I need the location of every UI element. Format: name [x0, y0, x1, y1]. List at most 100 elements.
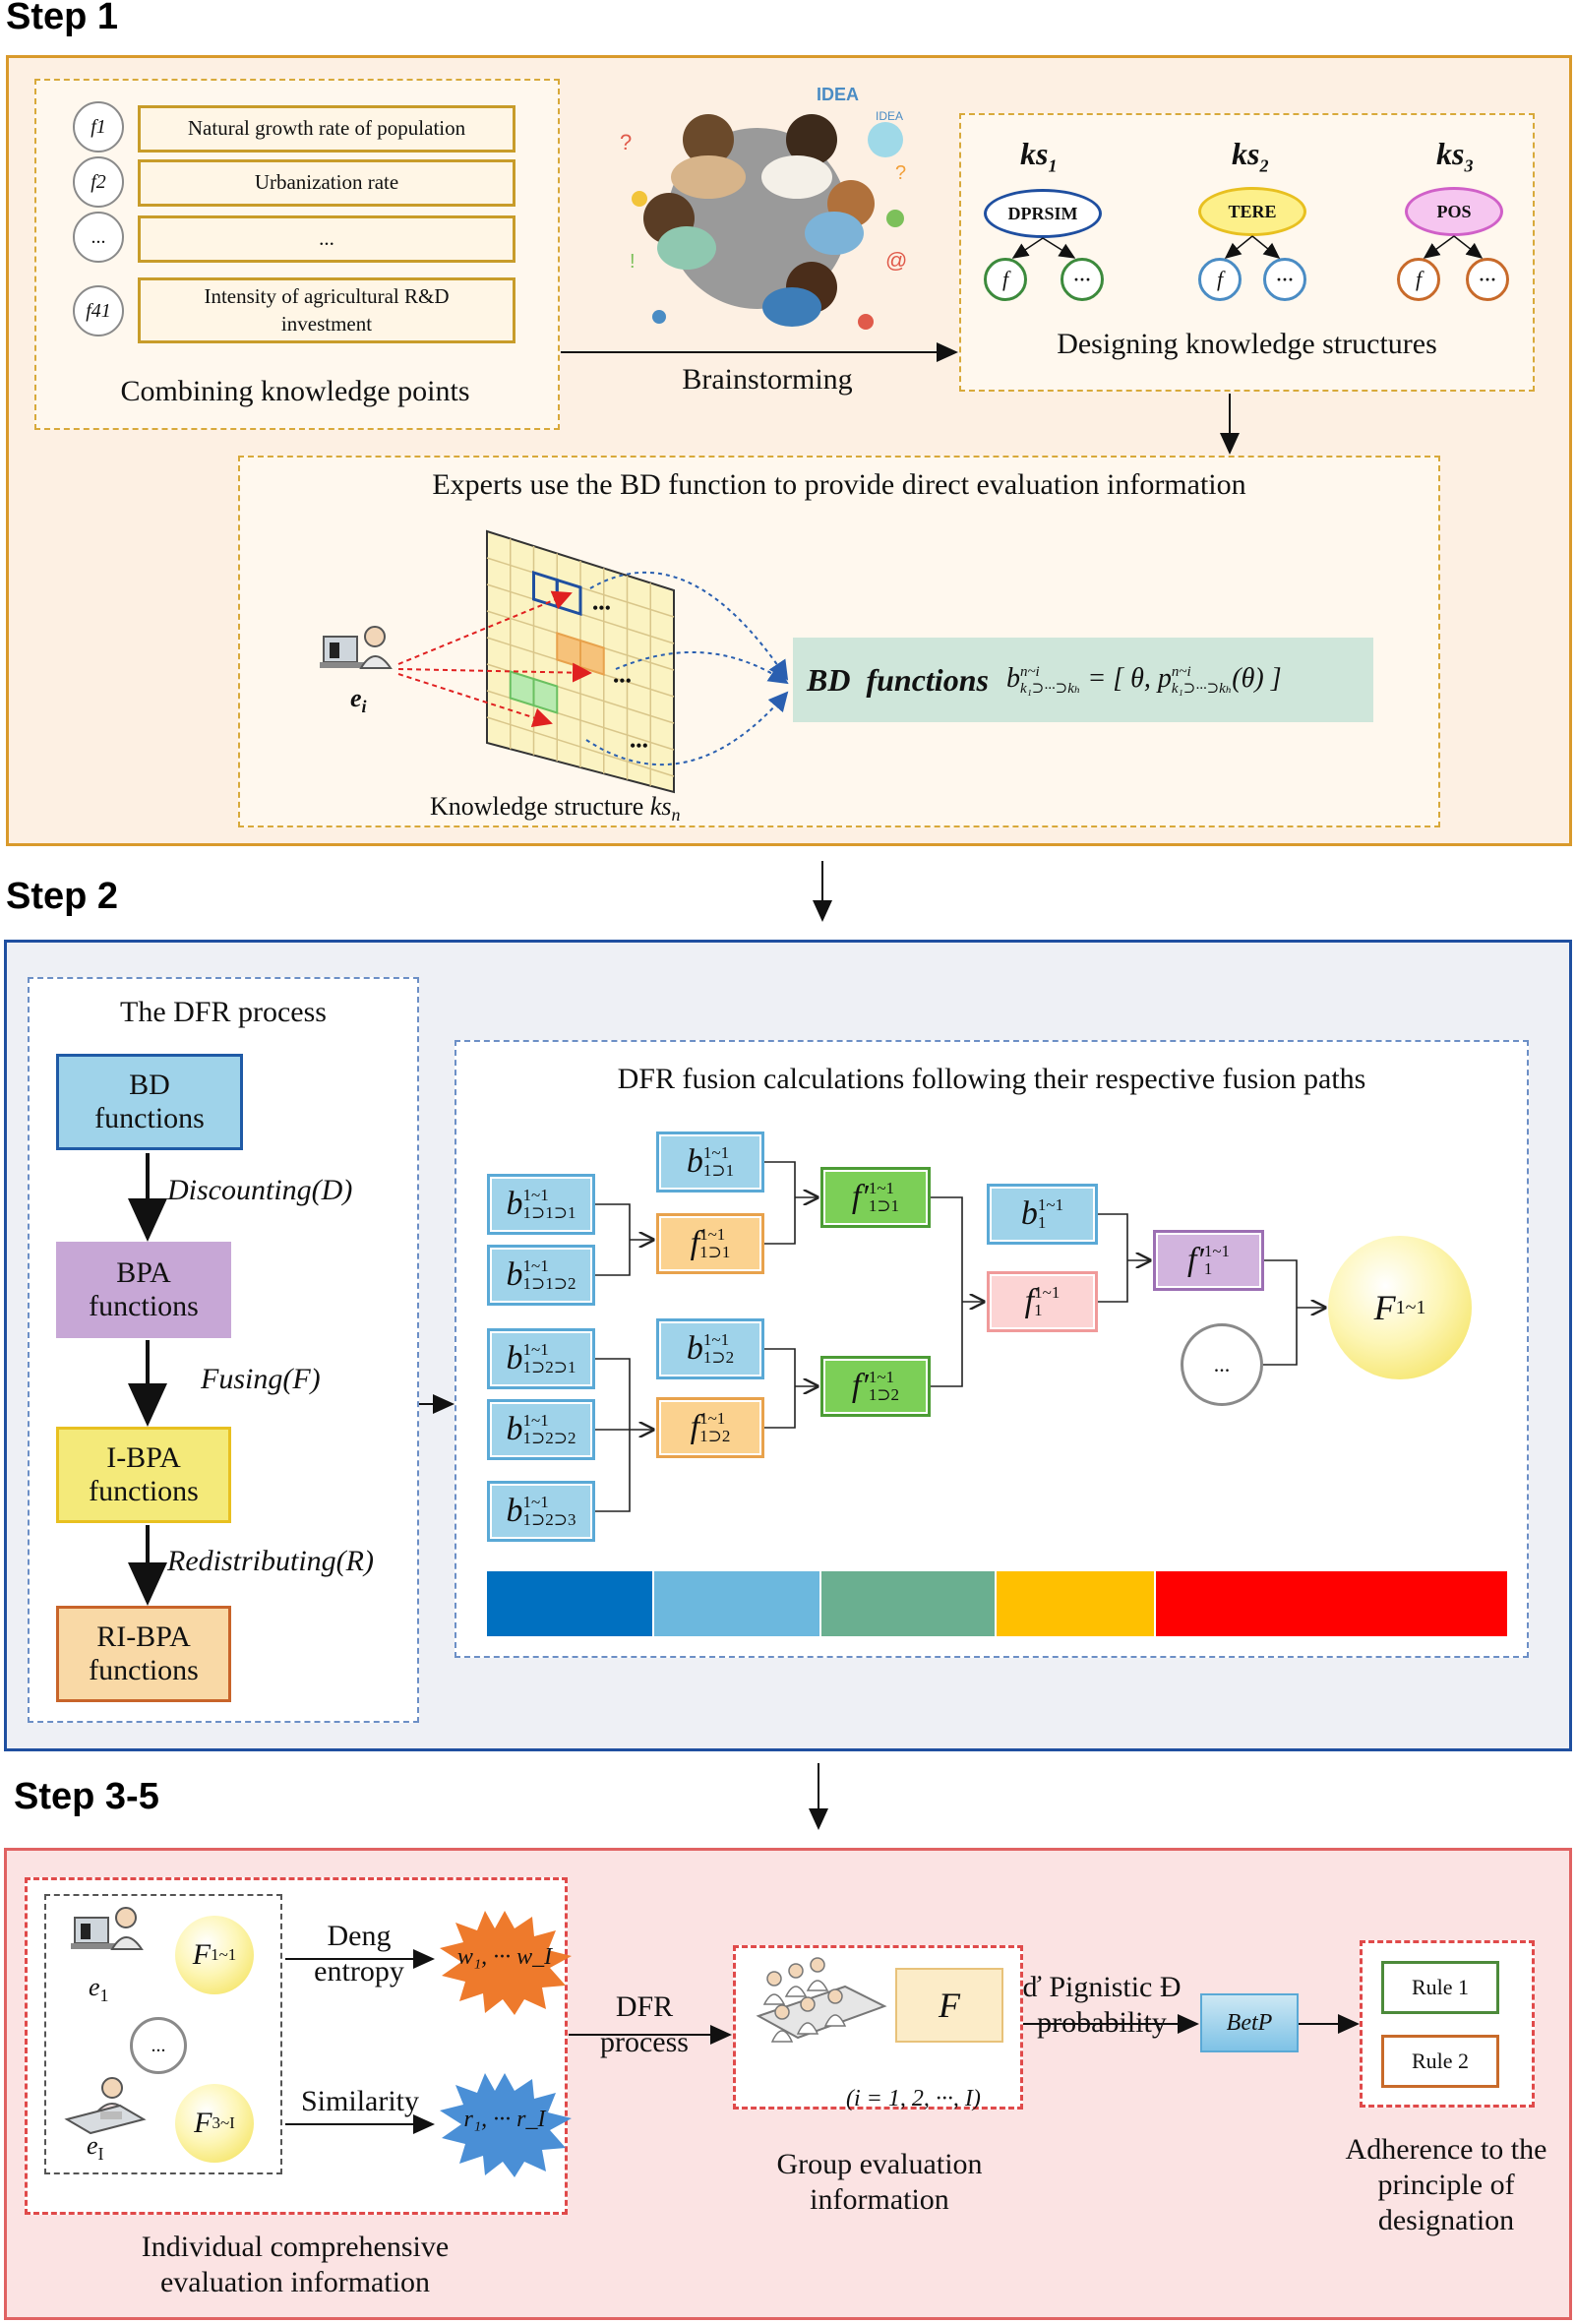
ks3-leaf-more: ···	[1466, 258, 1509, 301]
person-3	[643, 193, 716, 270]
fp-level2-11-sup: 1~1	[868, 1179, 895, 1198]
w-starburst	[440, 1911, 572, 2015]
color-bar	[487, 1571, 1507, 1636]
meeting-icon	[756, 1957, 887, 2043]
step1-title: Step 1	[6, 0, 119, 37]
flow-ibpa-functions: I-BPA functions	[56, 1427, 231, 1523]
ks3-sub: 3	[1464, 155, 1474, 176]
bd-formula-rhs: = [ θ, p	[1087, 662, 1172, 694]
ks1-title: ks1	[1020, 136, 1057, 176]
step2-title: Step 2	[6, 876, 119, 917]
person-4	[805, 180, 875, 255]
color-bar-segment-5	[1156, 1571, 1507, 1636]
ks3-root: POS	[1405, 187, 1503, 236]
f-level2-12-sup: 1~1	[699, 1409, 726, 1429]
fp-level2-12-sup: 1~1	[868, 1368, 895, 1387]
grid-label: Knowledge structure ksn	[430, 792, 681, 826]
bd-formula-sup: n~i	[1019, 664, 1040, 681]
b-level3-122-sub: 1⊃2⊃2	[522, 1429, 576, 1447]
individual-label: Individual comprehensive evaluation info…	[141, 2231, 450, 2298]
F3-sup: 3~I	[212, 2113, 235, 2132]
ks2-sub: 2	[1259, 155, 1269, 176]
fp-level2-11-sub: 1⊃1	[868, 1196, 900, 1215]
F-group-box: F	[895, 1968, 1003, 2043]
betp-box: BetP	[1200, 1993, 1299, 2052]
b-level3-121-sup: 1~1	[522, 1340, 549, 1360]
F1-sup: 1~1	[211, 1945, 237, 1964]
dfr-process-label: DFR process	[600, 1990, 689, 2058]
b-level3-111-sup: 1~1	[522, 1186, 549, 1205]
svg-text:?: ?	[620, 130, 632, 154]
fp-level2-12-sub: 1⊃2	[868, 1385, 900, 1404]
brainstorming-illustration: IDEA IDEA ? ? ! @	[620, 85, 907, 330]
ks1-sub: 1	[1048, 155, 1058, 176]
designing-label: Designing knowledge structures	[1057, 328, 1437, 360]
person-5	[762, 262, 837, 327]
b-level2-12-sup: 1~1	[702, 1330, 730, 1350]
experts-label: Experts use the BD function to provide d…	[432, 468, 1246, 501]
expert-I-sub: I	[97, 2144, 104, 2165]
factor-id-f2: f2	[73, 156, 124, 208]
expert-1-e: e	[89, 1973, 100, 2001]
ks3-title: ks3	[1436, 136, 1473, 176]
person-2	[761, 114, 837, 199]
f-level1-sub: 1	[1034, 1301, 1043, 1319]
color-bar-segment-1	[487, 1571, 652, 1636]
b-level2-11-sup: 1~1	[702, 1143, 730, 1163]
svg-text:IDEA: IDEA	[876, 109, 903, 123]
b-level3-111-sub: 1⊃1⊃1	[522, 1203, 576, 1222]
f-level2-12-sub: 1⊃2	[699, 1427, 731, 1445]
svg-text:IDEA: IDEA	[817, 85, 859, 104]
ks1-leaf-f: f	[984, 258, 1027, 301]
expert-1-icon	[71, 1907, 144, 1950]
expert-I-e: e	[87, 2131, 98, 2160]
ellipsis-circle: ...	[1181, 1323, 1263, 1406]
bd-formula-tail: (θ) ]	[1232, 662, 1282, 694]
b-level2-12-sub: 1⊃2	[702, 1348, 735, 1367]
b-level1-sup: 1~1	[1037, 1195, 1064, 1215]
expert-I-label: eI	[87, 2131, 104, 2165]
similarity-label: Similarity	[301, 2085, 419, 2117]
ks3-name: ks	[1436, 136, 1465, 171]
index-label: (i = 1, 2, ···, I)	[846, 2086, 981, 2111]
b-level3-123-sup: 1~1	[522, 1493, 549, 1512]
rule1-box: Rule 1	[1381, 1961, 1499, 2014]
bd-functions-title: BD functions	[807, 661, 989, 698]
b-level3-122-sup: 1~1	[522, 1411, 549, 1431]
flow-ribpa-functions: RI-BPA functions	[56, 1606, 231, 1702]
b-level3-112-sup: 1~1	[522, 1256, 549, 1276]
bd-formula-rhs-sub: k₁⊃···⊃kₕ	[1171, 680, 1233, 697]
dfr-process-title: The DFR process	[120, 996, 327, 1028]
bd-formula-b: b	[1005, 662, 1020, 694]
color-bar-segment-4	[997, 1571, 1154, 1636]
group-label: Group evaluation information	[776, 2148, 983, 2216]
op-fusing: Fusing(F)	[201, 1363, 321, 1395]
expert-I-icon	[64, 2077, 147, 2135]
expert-1-label: e1	[89, 1973, 109, 2006]
bd-formula-sub: k₁⊃···⊃kₕ	[1019, 680, 1081, 697]
color-bar-segment-3	[821, 1571, 995, 1636]
factor-id-ellipsis: ...	[73, 212, 124, 263]
b-level3-123-sub: 1⊃2⊃3	[522, 1510, 576, 1529]
expert-label-e: e	[350, 684, 362, 712]
brainstorming-label: Brainstorming	[682, 363, 853, 396]
b-level1-sub: 1	[1037, 1213, 1047, 1232]
ks2-name: ks	[1232, 136, 1260, 171]
ks1-name: ks	[1020, 136, 1049, 171]
b-level2-11-sub: 1⊃1	[702, 1161, 735, 1180]
step3-title: Step 3-5	[14, 1776, 159, 1817]
expert-1-sub: 1	[99, 1986, 109, 2006]
ks2-leaf-f: f	[1198, 258, 1242, 301]
ks2-title: ks2	[1232, 136, 1268, 176]
